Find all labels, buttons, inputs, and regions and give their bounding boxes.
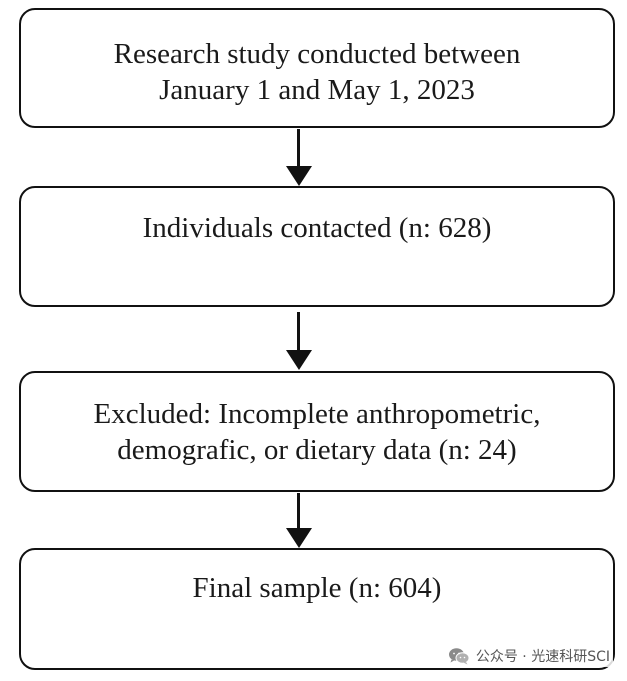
- flow-box-contacted: Individuals contacted (n: 628): [19, 186, 615, 307]
- flow-box-final-sample: Final sample (n: 604): [19, 548, 615, 670]
- box-text-line: Final sample (n: 604): [192, 572, 442, 604]
- flow-box-study-period: Research study conducted between January…: [19, 8, 615, 128]
- box-text-line: Research study conducted between: [113, 38, 521, 70]
- flow-arrow-down: [286, 493, 312, 548]
- arrow-shaft: [297, 312, 300, 353]
- arrow-head: [286, 350, 312, 370]
- arrow-head: [286, 166, 312, 186]
- flow-box-excluded: Excluded: Incomplete anthropometric, dem…: [19, 371, 615, 492]
- arrow-shaft: [297, 493, 300, 531]
- box-text-line: Excluded: Incomplete anthropometric,: [93, 398, 541, 430]
- arrow-head: [286, 528, 312, 548]
- watermark: 公众号 · 光速科研SCI: [444, 645, 613, 667]
- flow-arrow-down: [286, 129, 312, 186]
- watermark-text: 公众号 · 光速科研SCI: [475, 649, 610, 665]
- flow-arrow-down: [286, 312, 312, 370]
- arrow-shaft: [297, 129, 300, 169]
- box-text-line: Individuals contacted (n: 628): [142, 212, 492, 244]
- box-text-line: January 1 and May 1, 2023: [159, 74, 475, 106]
- box-text-line: demografic, or dietary data (n: 24): [117, 434, 517, 466]
- wechat-icon: [448, 648, 470, 665]
